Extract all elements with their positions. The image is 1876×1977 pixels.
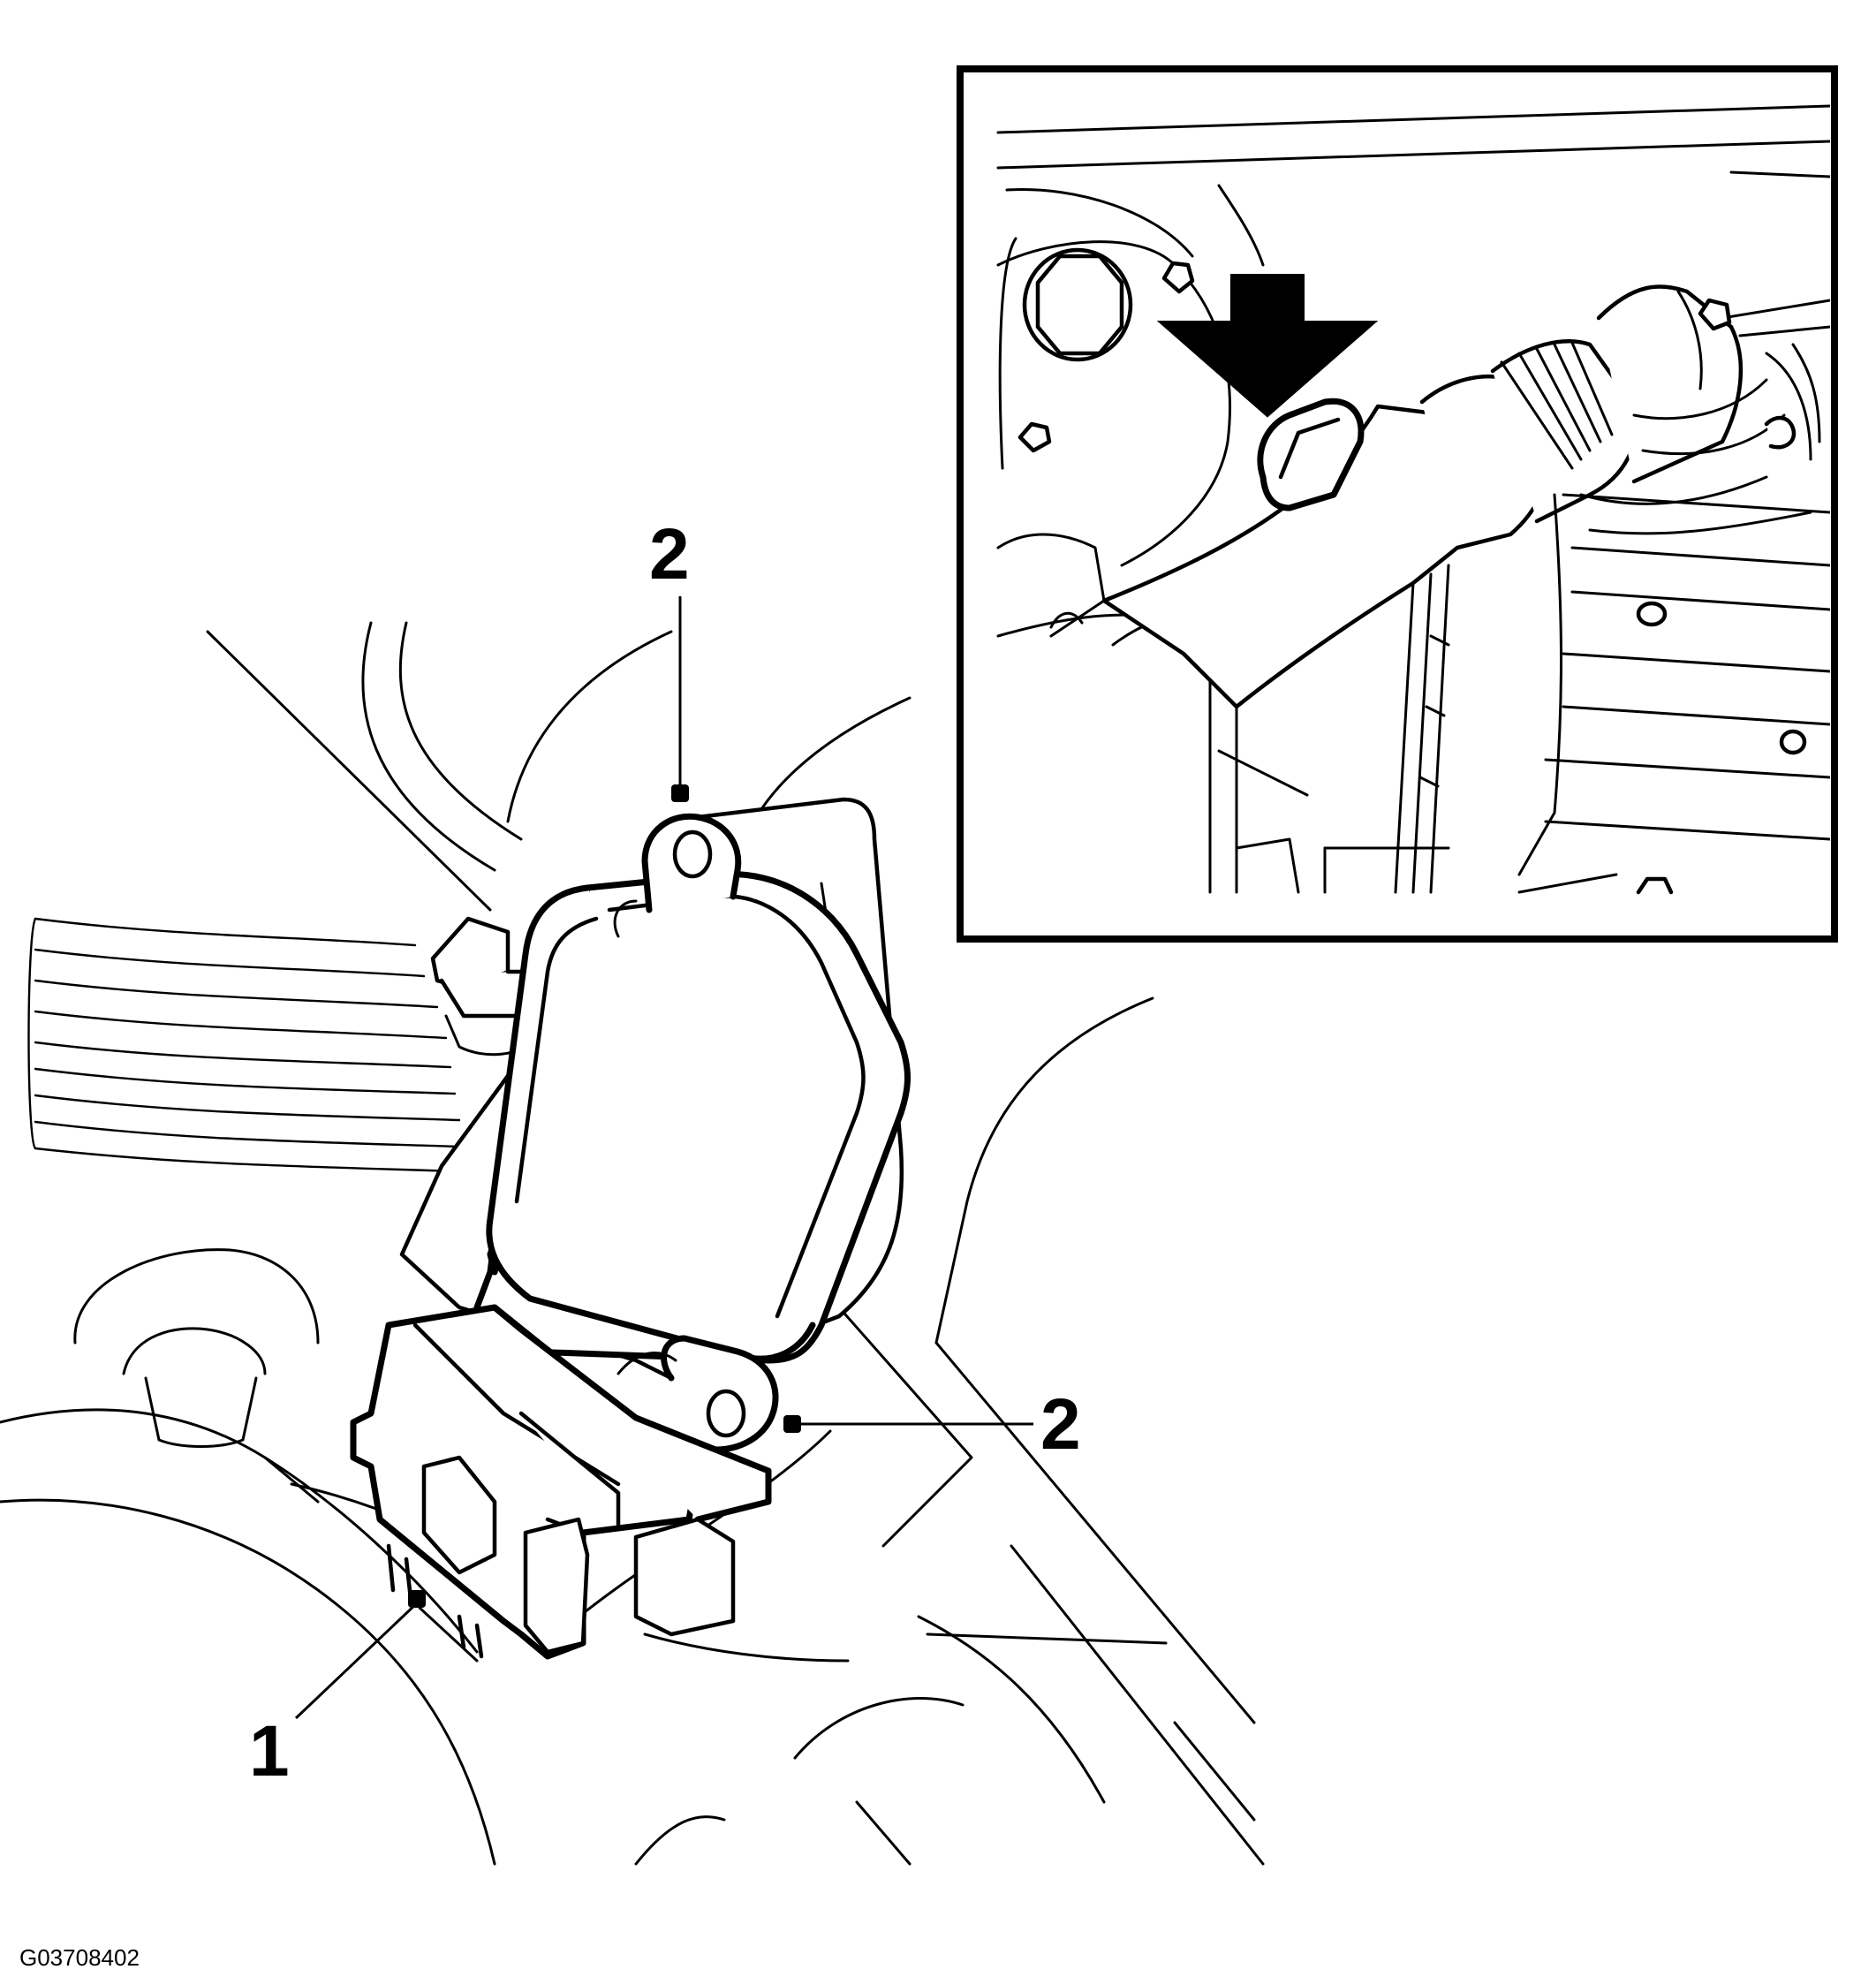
callout-leaders [294,596,1033,1720]
main-illustration [0,596,1265,1866]
lower-mount-tab [617,1335,779,1453]
down-arrow-icon [1156,274,1379,418]
control-module [473,871,911,1364]
callout-label-lower-fastener: 2 [1040,1384,1081,1465]
upper-mount-tab [613,813,742,938]
callout-label-upper-fastener: 2 [649,514,690,595]
connector-marker [408,1590,426,1608]
callout-label-connector: 1 [249,1711,290,1791]
connector [350,1304,772,1663]
inset-detail [957,65,1838,943]
figure-id: G03708402 [19,1944,140,1971]
upper-fastener-marker [671,784,689,802]
lower-fastener-marker [783,1415,801,1433]
